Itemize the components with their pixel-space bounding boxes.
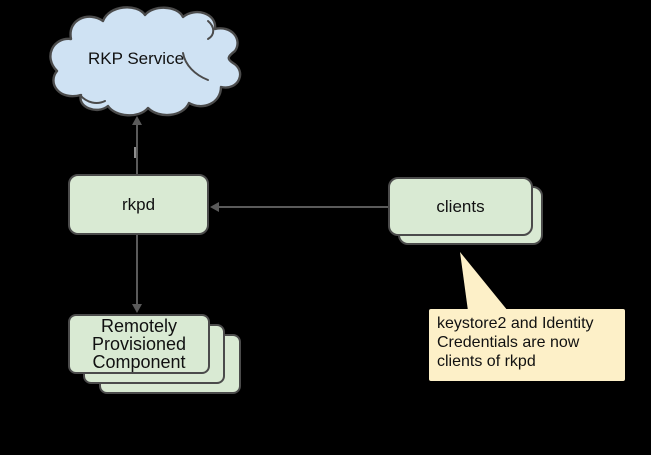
node-rkpd-label: rkpd bbox=[121, 194, 156, 214]
connector-clients-to-rkpd bbox=[219, 206, 389, 208]
callout-tail-icon bbox=[460, 252, 508, 311]
cloud-icon bbox=[49, 6, 242, 117]
node-rpc-label: Remotely Provisioned Component bbox=[70, 316, 208, 372]
node-rpc: Remotely Provisioned Component bbox=[68, 314, 210, 374]
node-rkp-service-label: RKP Service bbox=[87, 49, 185, 68]
callout-line2: Credentials are now bbox=[437, 334, 580, 351]
callout-note: keystore2 and Identity Credentials are n… bbox=[429, 309, 625, 381]
node-clients: clients bbox=[388, 177, 533, 236]
node-rkpd: rkpd bbox=[68, 174, 209, 235]
node-clients-label: clients bbox=[436, 196, 485, 216]
node-rpc-label-line3: Component bbox=[92, 352, 186, 372]
arrowhead-left-icon bbox=[210, 202, 219, 212]
connector-rkpd-to-rkp-service bbox=[136, 125, 138, 174]
connector-rkpd-to-rpc bbox=[136, 235, 138, 306]
node-rpc-label-line1: Remotely bbox=[100, 316, 178, 336]
arrowhead-down-icon bbox=[132, 304, 142, 313]
arrowhead-up-icon bbox=[132, 116, 142, 125]
connector-midpoint-dash bbox=[134, 147, 136, 158]
callout-line1: keystore2 and Identity bbox=[437, 315, 594, 332]
node-rpc-label-line2: Provisioned bbox=[91, 334, 187, 354]
node-rkp-service: RKP Service bbox=[41, 2, 245, 122]
callout-line3: clients of rkpd bbox=[437, 353, 536, 370]
